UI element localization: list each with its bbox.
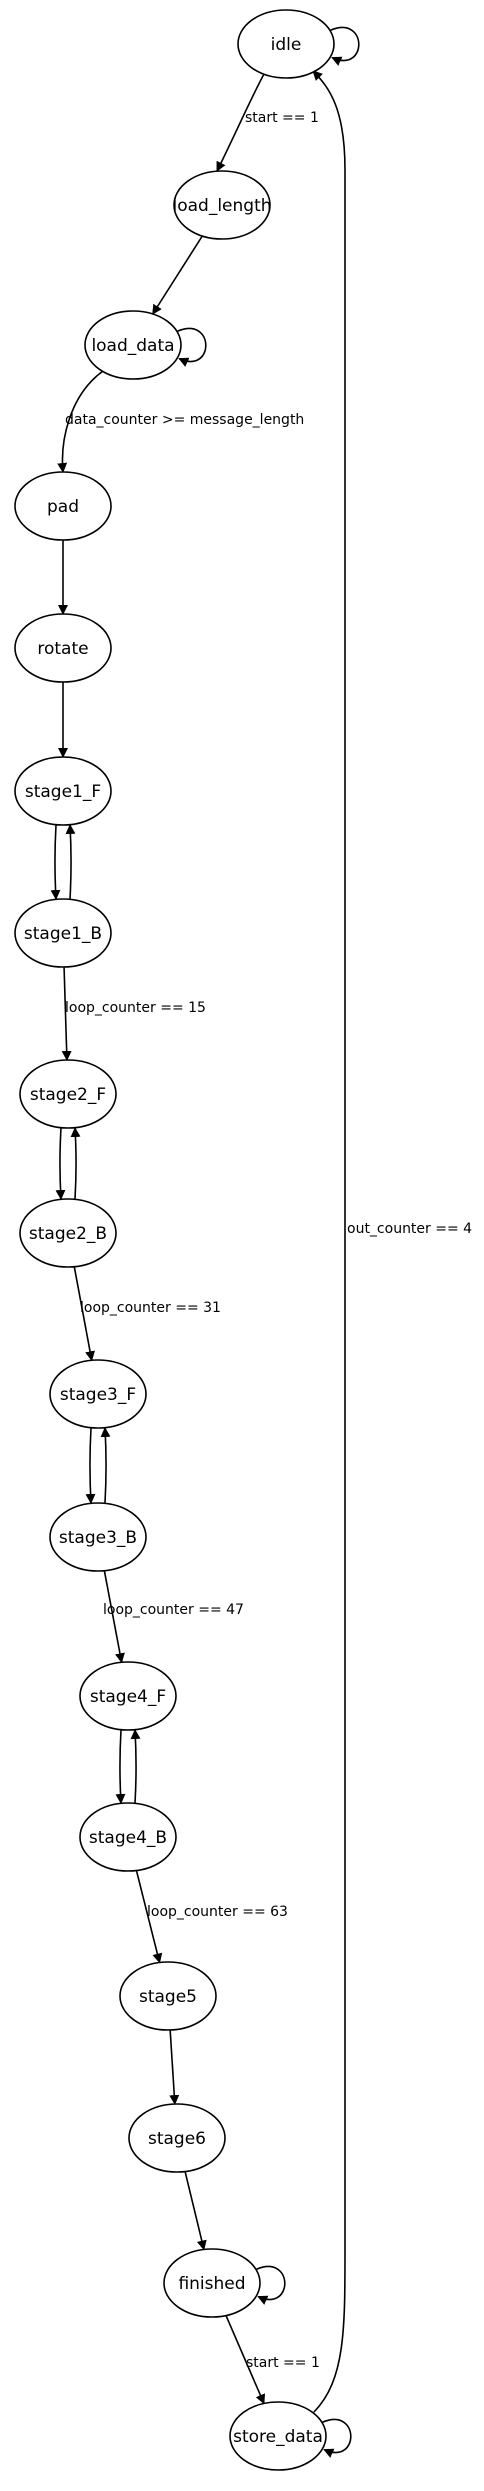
state-node-load-data: load_data — [84, 310, 182, 380]
state-label: stage6 — [148, 2129, 206, 2149]
state-ellipse — [19, 1198, 117, 1268]
transition-finished-to-finished — [255, 2266, 286, 2305]
transition-idle-to-idle — [329, 27, 360, 66]
state-ellipse — [14, 471, 112, 541]
state-node-stage4-f: stage4_F — [79, 1661, 177, 1731]
state-ellipse — [237, 9, 335, 79]
state-ellipse — [84, 310, 182, 380]
state-label: stage4_F — [90, 1687, 166, 1707]
transition-label: loop_counter == 63 — [147, 1904, 288, 1920]
transition-stage4-b-to-stage4-f — [130, 1729, 141, 1804]
state-label: stage3_B — [59, 1528, 137, 1548]
transition-label: loop_counter == 31 — [80, 1300, 221, 1316]
transition-label: start == 1 — [245, 110, 319, 126]
state-node-idle: idle — [237, 9, 335, 79]
transition-stage1-b-to-stage2-f — [61, 966, 72, 1062]
state-ellipse — [128, 2103, 226, 2173]
state-label: load_data — [91, 336, 174, 356]
state-label: pad — [47, 497, 79, 517]
state-label: stage1_B — [24, 924, 102, 944]
transition-stage1-f-to-stage1-b — [50, 824, 61, 900]
state-node-finished: finished — [163, 2248, 261, 2318]
state-label: rotate — [37, 639, 88, 659]
state-ellipse — [14, 613, 112, 683]
transition-label: loop_counter == 15 — [65, 1000, 206, 1016]
state-node-load-length: load_length — [172, 170, 272, 240]
state-node-stage1-b: stage1_B — [14, 898, 112, 968]
state-node-stage4-b: stage4_B — [79, 1802, 177, 1872]
transition-store-data-to-idle — [312, 70, 346, 2413]
state-ellipse — [163, 2248, 261, 2318]
state-label: stage3_F — [60, 1385, 136, 1405]
state-node-stage2-f: stage2_F — [19, 1059, 117, 1129]
state-label: store_data — [233, 2427, 323, 2447]
transition-stage1-b-to-stage1-f — [65, 824, 76, 900]
state-ellipse — [119, 1961, 217, 2031]
state-ellipse — [49, 1359, 147, 1429]
state-label: stage4_B — [89, 1828, 167, 1848]
transition-stage3-b-to-stage3-f — [100, 1427, 111, 1504]
transition-finished-to-store-data — [225, 2315, 265, 2405]
transition-stage2-f-to-stage2-b — [55, 1127, 66, 1200]
state-node-pad: pad — [14, 471, 112, 541]
state-label: stage1_F — [25, 782, 101, 802]
state-ellipse — [14, 898, 112, 968]
state-ellipse — [229, 2401, 327, 2471]
state-node-stage3-f: stage3_F — [49, 1359, 147, 1429]
transition-load-length-to-load-data — [152, 235, 203, 315]
state-node-rotate: rotate — [14, 613, 112, 683]
transition-label: start == 1 — [246, 2355, 320, 2371]
transition-stage3-f-to-stage3-b — [85, 1427, 96, 1504]
transition-stage4-b-to-stage5 — [135, 1870, 163, 1964]
state-label: idle — [271, 35, 302, 55]
state-node-stage6: stage6 — [128, 2103, 226, 2173]
transition-label: data_counter >= message_length — [65, 412, 304, 428]
state-label: finished — [178, 2274, 245, 2294]
state-node-store-data: store_data — [229, 2401, 327, 2471]
state-label: load_length — [172, 196, 271, 216]
state-label: stage2_B — [29, 1224, 107, 1244]
transition-stage3-b-to-stage4-f — [103, 1570, 125, 1664]
state-node-stage5: stage5 — [119, 1961, 217, 2031]
transition-load-data-to-load-data — [176, 328, 207, 367]
state-ellipse — [79, 1802, 177, 1872]
transition-label: loop_counter == 47 — [103, 1602, 244, 1618]
state-node-stage1-f: stage1_F — [14, 756, 112, 826]
transition-load-data-to-pad — [57, 370, 104, 473]
transition-stage2-b-to-stage3-f — [73, 1266, 95, 1362]
state-ellipse — [19, 1059, 117, 1129]
state-ellipse — [173, 170, 271, 240]
state-label: stage5 — [139, 1987, 197, 2007]
state-node-stage3-b: stage3_B — [49, 1502, 147, 1572]
state-label: stage2_F — [30, 1085, 106, 1105]
transition-label: out_counter == 4 — [347, 1221, 472, 1237]
state-ellipse — [49, 1502, 147, 1572]
transition-stage6-to-finished — [184, 2171, 207, 2251]
state-ellipse — [79, 1661, 177, 1731]
transition-stage5-to-stage6 — [169, 2029, 180, 2106]
transition-store-data-to-store-data — [321, 2419, 352, 2458]
state-ellipse — [14, 756, 112, 826]
state-node-stage2-b: stage2_B — [19, 1198, 117, 1268]
transition-stage4-f-to-stage4-b — [115, 1729, 126, 1804]
transition-idle-to-load-length — [216, 73, 265, 172]
transition-stage2-b-to-stage2-f — [70, 1127, 81, 1200]
